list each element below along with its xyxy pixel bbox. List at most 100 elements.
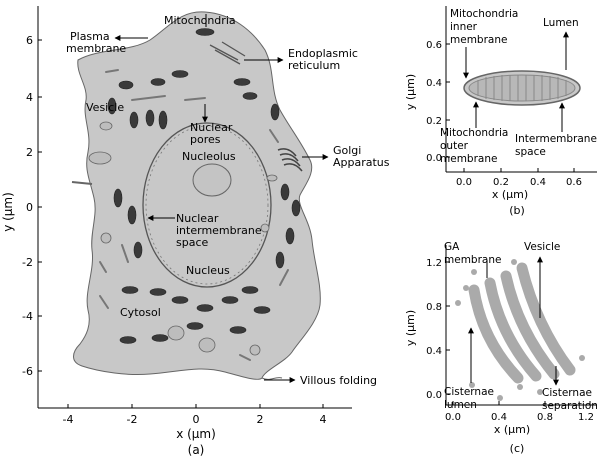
panel-b-xlabel: x (μm)	[492, 188, 528, 201]
panel-b: 0.0 0.2 0.4 0.6 0.6 0.4 0.2 0.0 x (μm) y…	[404, 6, 597, 217]
label-er: reticulum	[288, 59, 340, 72]
label-vesicle: Vesicle	[86, 101, 124, 114]
mitochondrion	[119, 81, 133, 89]
mitochondrion	[222, 297, 238, 304]
panel-b-caption: (b)	[509, 204, 525, 217]
panel-a-ytick: -2	[22, 256, 33, 269]
vesicle	[579, 355, 585, 361]
mitochondrion	[254, 307, 270, 314]
vesicle	[199, 338, 215, 352]
mitochondrion	[271, 104, 279, 120]
nucleus-outer-membrane	[143, 123, 271, 287]
label-nuclear-pores: pores	[190, 133, 221, 146]
vesicle	[261, 224, 269, 232]
panel-a-ytick: 2	[26, 146, 33, 159]
panel-b-xticks: 0.0 0.2 0.4 0.6	[456, 168, 582, 188]
label-nims: space	[176, 236, 209, 249]
vesicle	[471, 269, 477, 275]
label-lumen: Lumen	[543, 17, 579, 29]
label-cisternae-sep: Cisternae	[542, 387, 592, 399]
vesicle	[517, 384, 523, 390]
panel-b-ytick: 0.6	[426, 40, 442, 51]
panel-a-xtick: 2	[257, 413, 264, 426]
label-cisternae-lumen: lumen	[444, 399, 477, 411]
label-ga-membrane: membrane	[444, 254, 501, 266]
golgi-cisternae	[474, 268, 570, 378]
vesicle	[101, 233, 111, 243]
mitochondrion	[276, 252, 284, 268]
panel-a-ytick: -6	[22, 365, 33, 378]
panel-a: -4 -2 0 2 4 6 4 2 0 -2 -4 -6 x (μm) y (μ…	[1, 6, 390, 457]
panel-a-xtick: 0	[193, 413, 200, 426]
vesicle	[168, 326, 184, 340]
panel-c-xtick: 0.0	[445, 412, 461, 423]
panel-c-ylabel: y (μm)	[404, 310, 417, 346]
mitochondrion	[242, 287, 258, 294]
nucleolus	[193, 164, 231, 196]
label-golgi: Apparatus	[333, 156, 390, 169]
panel-a-ytick: 0	[26, 201, 33, 214]
label-intermembrane: Intermembrane	[515, 133, 597, 145]
mitochondrion	[172, 71, 188, 78]
panel-a-yticks: 6 4 2 0 -2 -4 -6	[22, 34, 42, 378]
panel-c-xtick: 0.4	[491, 412, 507, 423]
mitochondrion	[150, 289, 166, 296]
panel-b-ytick: 0.4	[426, 78, 442, 89]
label-nucleolus: Nucleolus	[182, 150, 236, 163]
mitochondrion	[146, 110, 154, 126]
label-vesicle-c: Vesicle	[524, 241, 560, 253]
panel-b-ylabel: y (μm)	[404, 74, 417, 110]
panel-c-xlabel: x (μm)	[494, 423, 530, 436]
mitochondrion	[159, 111, 167, 129]
villous-fold	[262, 378, 282, 380]
vesicle	[511, 259, 517, 265]
label-cytosol: Cytosol	[120, 306, 161, 319]
mitochondrion	[152, 335, 168, 342]
vesicle	[267, 175, 277, 181]
panel-c-xtick: 1.2	[578, 412, 594, 423]
panel-a-ytick: 6	[26, 34, 33, 47]
panel-c: 0.0 0.4 0.8 1.2 1.2 0.8 0.4 0.0 x (μm) y…	[404, 241, 597, 455]
label-ga-membrane: GA	[444, 241, 460, 253]
panel-a-xlabel: x (μm)	[176, 427, 216, 441]
vesicle	[89, 152, 111, 164]
vesicle	[100, 122, 112, 130]
panel-a-xtick: 4	[320, 413, 327, 426]
mitochondrion	[130, 112, 138, 128]
mitochondrion	[151, 79, 165, 86]
label-cisternae-sep: separation	[542, 400, 597, 412]
mitochondrion	[243, 93, 257, 100]
panel-b-xtick: 0.6	[566, 177, 582, 188]
mitochondrion	[187, 323, 203, 330]
panel-c-ytick: 0.8	[426, 302, 442, 313]
label-villous: Villous folding	[300, 374, 377, 387]
mitochondrion	[292, 200, 300, 216]
label-mito-inner: Mitochondria	[450, 8, 518, 20]
panel-b-xtick: 0.4	[530, 177, 546, 188]
mitochondrion	[114, 189, 122, 207]
label-mito-outer: membrane	[440, 153, 497, 165]
panel-c-ytick: 1.2	[426, 258, 442, 269]
mitochondrion	[230, 327, 246, 334]
label-cisternae-lumen: Cisternae	[444, 386, 494, 398]
mitochondrion	[281, 184, 289, 200]
vesicle	[463, 285, 469, 291]
label-mito-outer: Mitochondria	[440, 127, 508, 139]
panel-b-xtick: 0.2	[493, 177, 509, 188]
mitochondrion	[196, 29, 214, 36]
mitochondrion	[197, 305, 213, 312]
panel-a-caption: (a)	[188, 443, 205, 457]
label-plasma-membrane: membrane	[66, 42, 126, 55]
mitochondrion	[134, 242, 142, 258]
label-nucleus: Nucleus	[186, 264, 230, 277]
panel-a-xticks: -4 -2 0 2 4	[63, 404, 327, 426]
panel-b-xtick: 0.0	[456, 177, 472, 188]
label-mitochondria: Mitochondria	[164, 14, 236, 27]
mitochondrion	[120, 337, 136, 344]
label-intermembrane: space	[515, 146, 546, 158]
mitochondrion	[122, 287, 138, 294]
mitochondrion	[128, 206, 136, 224]
label-mito-inner: membrane	[450, 34, 507, 46]
panel-c-ytick: 0.0	[426, 390, 442, 401]
